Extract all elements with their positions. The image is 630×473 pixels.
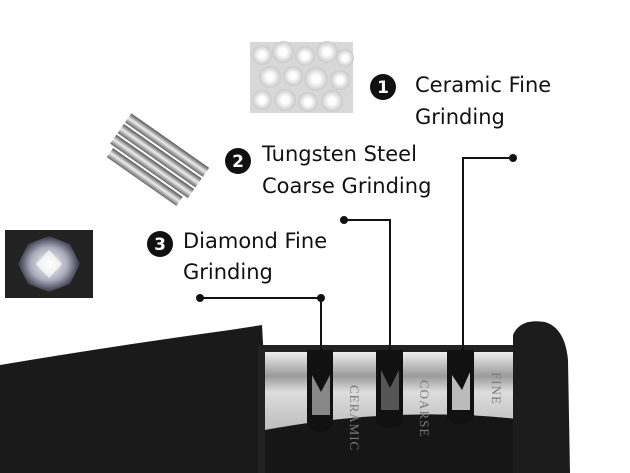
- callout-2-line2: Coarse Grinding: [262, 174, 431, 198]
- engraving-coarse: COARSE: [417, 380, 432, 437]
- callout-3-line2: Grinding: [183, 260, 273, 284]
- callout-1-line1: Ceramic Fine: [415, 73, 551, 97]
- callout-2-line1: Tungsten Steel: [261, 142, 417, 166]
- callout-1-line2: Grinding: [415, 105, 505, 129]
- badge-1: [370, 74, 396, 100]
- badge-3: [147, 231, 173, 257]
- handle: [0, 325, 270, 473]
- steel-rods-image: [106, 113, 210, 206]
- callout-1: 1 Ceramic Fine Grinding: [370, 73, 551, 129]
- engraving-fine: FINE: [489, 372, 504, 405]
- callout-2: 2 Tungsten Steel Coarse Grinding: [225, 142, 431, 198]
- svg-text:2: 2: [232, 152, 244, 172]
- diamond-image: [5, 230, 93, 298]
- callout-3-line1: Diamond Fine: [183, 229, 327, 253]
- leader-dots: [196, 154, 517, 387]
- end-cap: [513, 321, 570, 473]
- knife-sharpener: CERAMIC COARSE FINE: [0, 321, 570, 473]
- ceramic-balls-image: [250, 41, 354, 113]
- svg-text:3: 3: [154, 235, 166, 255]
- badge-2: [225, 148, 251, 174]
- callout-3: 3 Diamond Fine Grinding: [147, 229, 327, 284]
- engraving-ceramic: CERAMIC: [347, 385, 362, 451]
- svg-text:1: 1: [377, 78, 389, 98]
